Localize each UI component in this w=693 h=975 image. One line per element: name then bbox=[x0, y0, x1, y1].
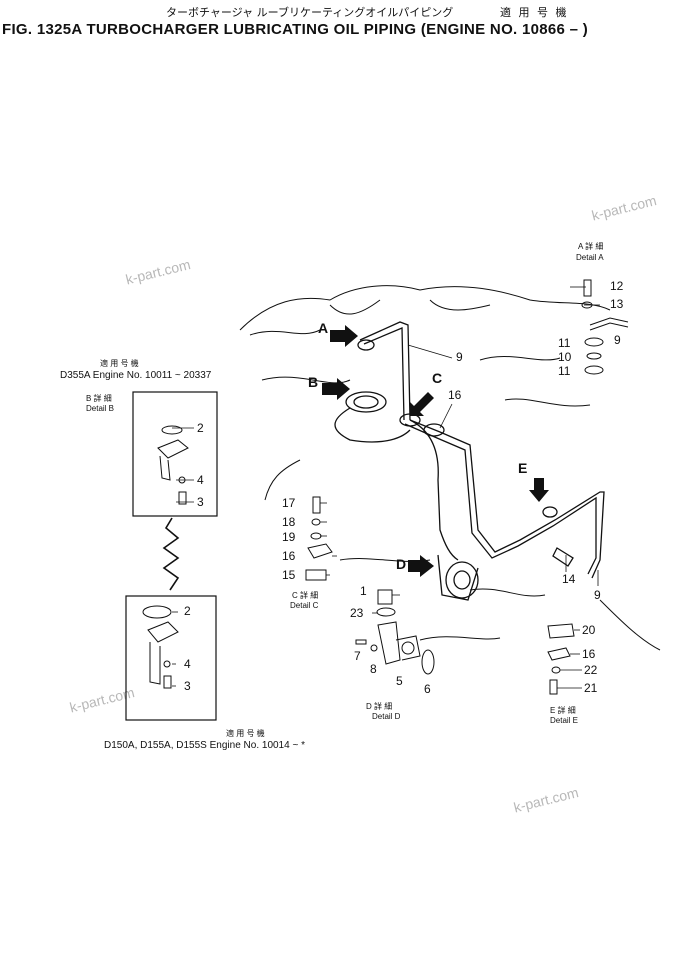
part-number: 9 bbox=[614, 333, 621, 347]
detail-b-jp-label: B 詳 細 bbox=[86, 394, 112, 403]
part-number: 16 bbox=[448, 388, 462, 402]
detail-b-boxes bbox=[125, 391, 218, 721]
part-number: 5 bbox=[396, 674, 403, 688]
detail-d-label: Detail D bbox=[372, 712, 401, 721]
detail-c-jp-label: C 詳 細 bbox=[292, 591, 319, 600]
part-number: 7 bbox=[354, 649, 361, 663]
part-number: 16 bbox=[282, 549, 296, 563]
detail-a-jp-label: A 詳 細 bbox=[578, 242, 604, 251]
part-number: 6 bbox=[424, 682, 431, 696]
detail-c-label: Detail C bbox=[290, 601, 319, 610]
detail-e-label: Detail E bbox=[550, 716, 579, 725]
detail-e-jp-label: E 詳 細 bbox=[550, 706, 576, 715]
part-number: 23 bbox=[350, 606, 364, 620]
callout-arrows bbox=[322, 325, 549, 577]
detail-b-connector bbox=[162, 517, 180, 591]
detail-c-parts bbox=[305, 496, 333, 581]
part-number: 21 bbox=[584, 681, 598, 695]
part-number: 19 bbox=[282, 530, 296, 544]
part-number: 22 bbox=[584, 663, 598, 677]
part-number: 2 bbox=[197, 421, 204, 435]
part-number: 12 bbox=[610, 279, 624, 293]
detail-d-jp-label: D 詳 細 bbox=[366, 702, 393, 711]
japanese-title: ターボチャージャ ルーブリケーティングオイルパイピング bbox=[166, 6, 454, 19]
part-number: 14 bbox=[562, 572, 576, 586]
callout-c: C bbox=[432, 370, 443, 386]
part-number: 17 bbox=[282, 496, 296, 510]
figure-title: FIG. 1325A TURBOCHARGER LUBRICATING OIL … bbox=[2, 21, 589, 38]
callout-e: E bbox=[518, 460, 528, 476]
part-number: 20 bbox=[582, 623, 596, 637]
part-number: 11 bbox=[558, 364, 571, 378]
detail-d-parts bbox=[355, 589, 435, 675]
japanese-applicable-label: 適 用 号 機 bbox=[500, 6, 569, 19]
detail-b-label: Detail B bbox=[86, 404, 115, 413]
part-number: 15 bbox=[282, 568, 296, 582]
part-number: 3 bbox=[197, 495, 204, 509]
detail-e-parts bbox=[547, 623, 575, 695]
part-number: 10 bbox=[558, 350, 572, 364]
part-number: 13 bbox=[610, 297, 624, 311]
detail-a-parts bbox=[581, 279, 629, 375]
applicability-top-jp: 適 用 号 機 bbox=[100, 359, 139, 368]
part-number: 8 bbox=[370, 662, 377, 676]
applicability-top: D355A Engine No. 10011 ~ 20337 bbox=[60, 370, 212, 381]
applicability-bottom: D150A, D155A, D155S Engine No. 10014 ~ * bbox=[104, 740, 305, 751]
applicability-bottom-jp: 適 用 号 機 bbox=[226, 729, 265, 738]
part-number: 11 bbox=[558, 336, 571, 350]
part-number: 4 bbox=[197, 473, 204, 487]
part-number: 9 bbox=[594, 588, 601, 602]
part-number: 4 bbox=[184, 657, 191, 671]
callout-a: A bbox=[318, 320, 329, 336]
part-number: 18 bbox=[282, 515, 296, 529]
small-leaders bbox=[320, 502, 582, 689]
detail-b-parts bbox=[142, 425, 189, 689]
part-number: 9 bbox=[456, 350, 463, 364]
part-number: 1 bbox=[360, 584, 367, 598]
detail-a-label: Detail A bbox=[576, 253, 604, 262]
leader-lines bbox=[172, 286, 600, 687]
part-number: 16 bbox=[582, 647, 596, 661]
part-number: 2 bbox=[184, 604, 191, 618]
oil-pipe bbox=[334, 321, 605, 601]
callout-b: B bbox=[308, 374, 319, 390]
part-number: 3 bbox=[184, 679, 191, 693]
callout-d: D bbox=[396, 556, 407, 572]
